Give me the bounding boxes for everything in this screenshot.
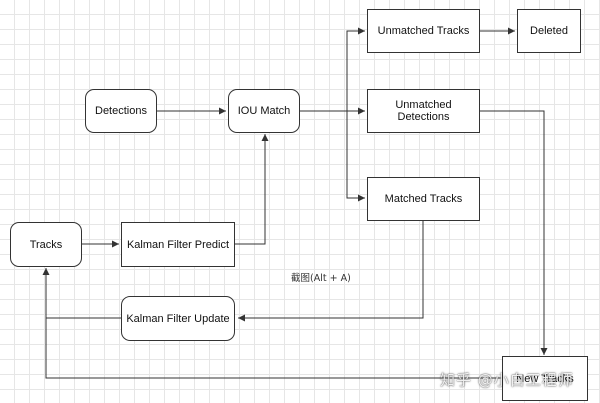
- screenshot-tooltip: 截图(Alt + A): [291, 273, 351, 284]
- arrow-new-tracks-to-tracks: [42, 268, 502, 379]
- node-detections: Detections: [85, 89, 157, 133]
- arrow-kalman-predict-to-iou: [235, 134, 269, 245]
- arrow-iou-to-unmatched-tracks: [299, 27, 365, 112]
- node-unmatched-tracks-label: Unmatched Tracks: [377, 25, 470, 37]
- node-unmatched-detections-label: Unmatched Detections: [395, 99, 452, 123]
- node-unmatched-tracks: Unmatched Tracks: [367, 9, 480, 53]
- node-matched-tracks-label: Matched Tracks: [384, 193, 463, 205]
- zhihu-watermark: 知乎 @小白工程师: [440, 371, 574, 389]
- node-tracks-label: Tracks: [29, 238, 63, 251]
- arrow-matched-tracks-to-kalman-update: [238, 220, 424, 322]
- node-kalman-filter-predict: Kalman Filter Predict: [121, 222, 235, 267]
- node-tracks: Tracks: [10, 222, 82, 267]
- node-kalman-filter-predict-label: Kalman Filter Predict: [126, 238, 230, 251]
- node-matched-tracks: Matched Tracks: [367, 177, 480, 221]
- node-new-tracks-label: New Tracks: [516, 372, 574, 385]
- node-kalman-filter-update: Kalman Filter Update: [121, 296, 235, 341]
- node-iou-match: IOU Match: [228, 89, 300, 133]
- arrow-iou-to-matched-tracks: [346, 111, 365, 202]
- node-detections-label: Detections: [95, 105, 147, 117]
- arrow-unmatched-detections-to-new-tracks: [479, 110, 548, 355]
- node-deleted-label: Deleted: [530, 25, 568, 37]
- node-iou-match-label: IOU Match: [237, 105, 291, 117]
- node-unmatched-detections: Unmatched Detections: [367, 89, 480, 133]
- node-new-tracks: New Tracks: [502, 356, 588, 401]
- node-kalman-filter-update-label: Kalman Filter Update: [126, 312, 230, 325]
- node-deleted: Deleted: [517, 9, 581, 53]
